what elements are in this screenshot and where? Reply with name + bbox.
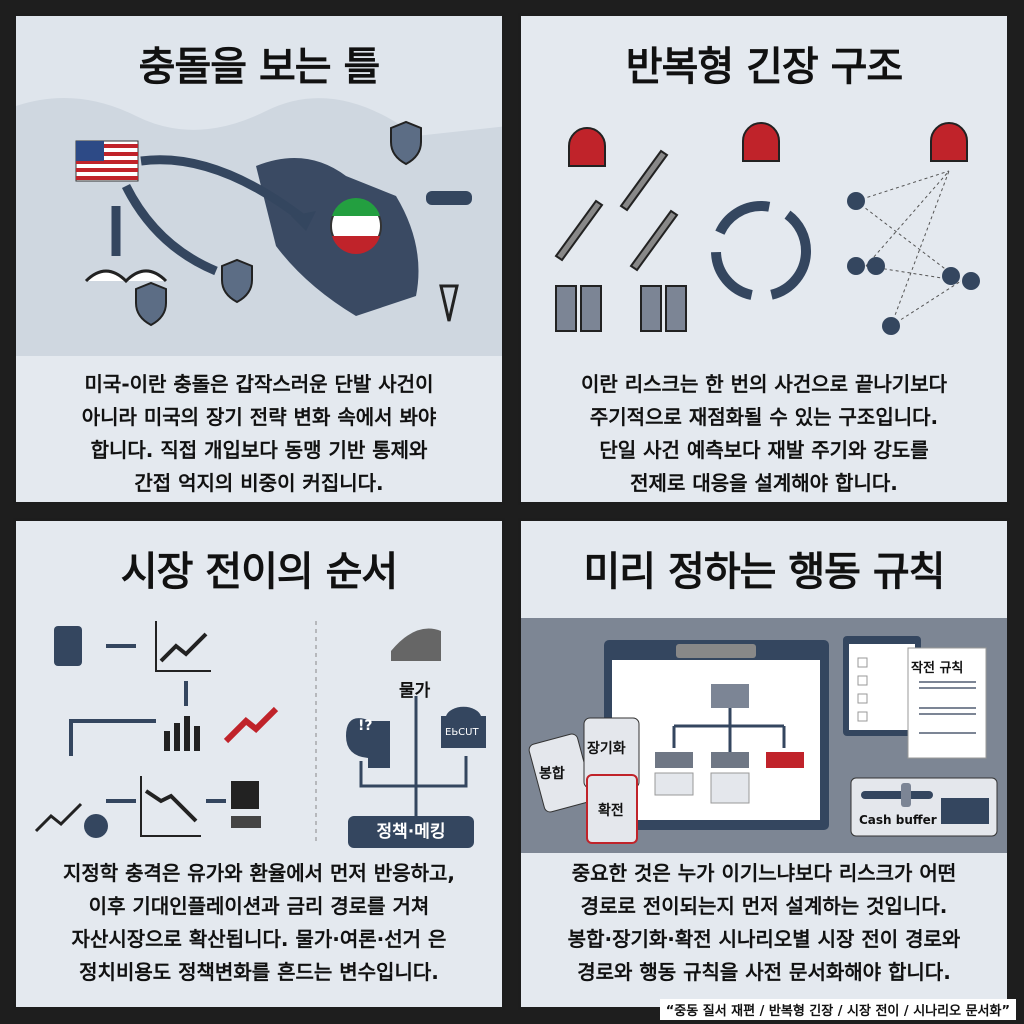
body-line: 경로로 전이되는지 먼저 설계하는 것입니다. [580,894,948,918]
body-line: 봉합·장기화·확전 시나리오별 시장 전이 경로와 [567,927,961,951]
building-sign: ЕЬCUT [445,727,479,738]
body-line: 주기적으로 재점화될 수 있는 구조입니다. [589,405,939,429]
policy-making-box: 정책·메킹 [348,816,474,848]
rules-illustration: 봉합 장기화 확전 작전 규칙 Cash buffer [521,618,1007,853]
panel-title: 반복형 긴장 구조 [625,44,903,90]
body-line: 아니라 미국의 장기 전략 변화 속에서 봐야 [81,405,437,429]
panel-title: 미리 정하는 행동 규칙 [583,549,946,595]
body-line: 전제로 대응을 설계해야 합니다. [630,471,898,495]
panel-body: 미국-이란 충돌은 갑작스러운 단발 사건이 아니라 미국의 장기 전략 변화 … [26,368,492,500]
panel-repeating-tension: 반복형 긴장 구조 이란 리스크는 한 번의 사건으로 끝나기보다 주기적으로 … [518,13,1010,505]
price-label: 물가 [399,681,431,701]
transmission-illustration: 물가 !? ЕЬCUT 정책·메킹 [16,611,502,851]
panel-title: 시장 전이의 순서 [120,549,398,595]
body-line: 미국-이란 충돌은 갑작스러운 단발 사건이 [84,372,434,396]
body-line: 자산시장으로 확산됩니다. 물가·여론·선거 은 [71,927,447,951]
body-line: 지정학 충격은 유가와 환율에서 먼저 반응하고, [62,861,455,885]
body-line: 경로와 행동 규칙을 사전 문서화해야 합니다. [577,960,951,984]
body-line: 정치비용도 정책변화를 흔드는 변수입니다. [79,960,439,984]
panel-conflict-frame: 충돌을 보는 틀 미국-이란 충돌은 갑작스러운 단발 사건이 아니라 미국의 … [13,13,505,505]
panel-title: 충돌을 보는 틀 [138,44,381,90]
map-illustration [16,16,502,356]
body-line: 단일 사건 예측보다 재발 주기와 강도를 [599,438,929,462]
body-line: 중요한 것은 누가 이기느냐보다 리스크가 어떤 [571,861,957,885]
panel-body: 중요한 것은 누가 이기느냐보다 리스크가 어떤 경로로 전이되는지 먼저 설계… [531,857,997,989]
scenario-card-escalate: 확전 [598,803,624,819]
body-line: 이란 리스크는 한 번의 사건으로 끝나기보다 [580,372,947,396]
head-mark: !? [358,718,373,734]
panel-body: 이란 리스크는 한 번의 사건으로 끝나기보다 주기적으로 재점화될 수 있는 … [531,368,997,500]
scenario-card-prolong: 장기화 [587,741,626,757]
body-line: 합니다. 직접 개입보다 동맹 기반 통제와 [90,438,428,462]
panel-market-transmission: 물가 !? ЕЬCUT 정책·메킹 시장 전이의 순서 지정학 충격은 유가와 … [13,518,505,1010]
scenario-card-settle: 봉합 [539,766,565,782]
footer-caption: “중동 질서 재편 / 반복형 긴장 / 시장 전이 / 시나리오 문서화” [659,999,1016,1020]
tension-illustration [521,106,1007,346]
body-line: 이후 기대인플레이션과 금리 경로를 거쳐 [88,894,430,918]
panel-body: 지정학 충격은 유가와 환율에서 먼저 반응하고, 이후 기대인플레이션과 금리… [26,857,492,989]
cash-buffer-label: Cash buffer [859,813,937,827]
rules-doc-title: 작전 규칙 [911,661,964,676]
body-line: 간접 억지의 비중이 커집니다. [134,471,384,495]
panel-action-rules: 봉합 장기화 확전 작전 규칙 Cash buffer 미리 정하는 행동 규칙… [518,518,1010,1010]
